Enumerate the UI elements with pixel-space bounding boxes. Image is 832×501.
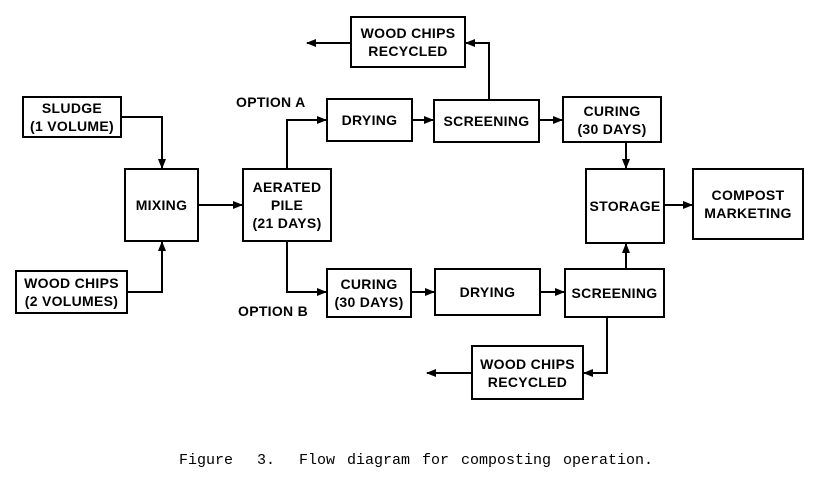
curing-b-box: CURING (30 DAYS) xyxy=(326,268,412,318)
wood-chips-recycled-a-box: WOOD CHIPS RECYCLED xyxy=(350,16,466,68)
drying-b-box: DRYING xyxy=(434,268,541,316)
screening-a-box: SCREENING xyxy=(433,99,540,143)
drying-a-label: DRYING xyxy=(341,112,398,128)
mixing-box: MIXING xyxy=(124,168,199,242)
compost-marketing-box: COMPOST MARKETING xyxy=(692,168,804,240)
aerated-pile-label-1: AERATED xyxy=(252,179,322,195)
recycled-a-label-2: RECYCLED xyxy=(368,43,448,59)
recycled-b-label-2: RECYCLED xyxy=(487,373,568,390)
sludge-label: SLUDGE xyxy=(41,100,103,116)
curing-a-label: CURING xyxy=(583,102,641,119)
sludge-box: SLUDGE (1 VOLUME) xyxy=(22,96,122,138)
aerated-pile-box: AERATED PILE (21 DAYS) xyxy=(242,168,332,242)
arrow-screening-to-recycled-a xyxy=(465,39,490,99)
compost-label: COMPOST xyxy=(711,187,785,203)
arrow-screening-to-recycled-b xyxy=(583,318,608,377)
option-a-label: OPTION A xyxy=(236,94,306,110)
curing-b-duration-label: (30 DAYS) xyxy=(334,294,404,310)
curing-a-box: CURING (30 DAYS) xyxy=(562,96,662,143)
screening-b-box: SCREENING xyxy=(564,268,665,318)
wood-chips-input-box: WOOD CHIPS (2 VOLUMES) xyxy=(15,270,128,314)
aerated-pile-label-2: PILE xyxy=(270,197,304,213)
drying-a-box: DRYING xyxy=(326,98,413,142)
arrow-sludge-to-mixing xyxy=(122,116,166,169)
arrow-pile-to-option-b xyxy=(286,242,327,296)
marketing-label: MARKETING xyxy=(704,205,792,221)
wood-chips-input-label: WOOD CHIPS xyxy=(24,275,119,291)
screening-b-label: SCREENING xyxy=(571,285,658,301)
storage-label: STORAGE xyxy=(589,198,661,214)
aerated-pile-duration-label: (21 DAYS) xyxy=(252,215,322,231)
curing-b-label: CURING xyxy=(340,276,398,292)
curing-a-duration-label: (30 DAYS) xyxy=(577,120,647,137)
arrow-pile-to-option-a xyxy=(286,116,327,168)
wood-chips-recycled-b-box: WOOD CHIPS RECYCLED xyxy=(471,345,584,400)
sludge-volume-label: (1 VOLUME) xyxy=(30,118,114,134)
drying-b-label: DRYING xyxy=(459,284,516,300)
recycled-b-label-1: WOOD CHIPS xyxy=(480,355,575,372)
wood-chips-input-volume-label: (2 VOLUMES) xyxy=(24,293,119,309)
arrow-woodchips-to-mixing xyxy=(128,241,166,293)
option-b-label: OPTION B xyxy=(238,303,309,319)
mixing-label: MIXING xyxy=(135,197,188,213)
storage-box: STORAGE xyxy=(585,168,665,244)
figure-caption: Figure 3. Flow diagram for composting op… xyxy=(178,452,654,469)
screening-a-label: SCREENING xyxy=(443,113,530,129)
recycled-a-label-1: WOOD CHIPS xyxy=(360,25,456,41)
